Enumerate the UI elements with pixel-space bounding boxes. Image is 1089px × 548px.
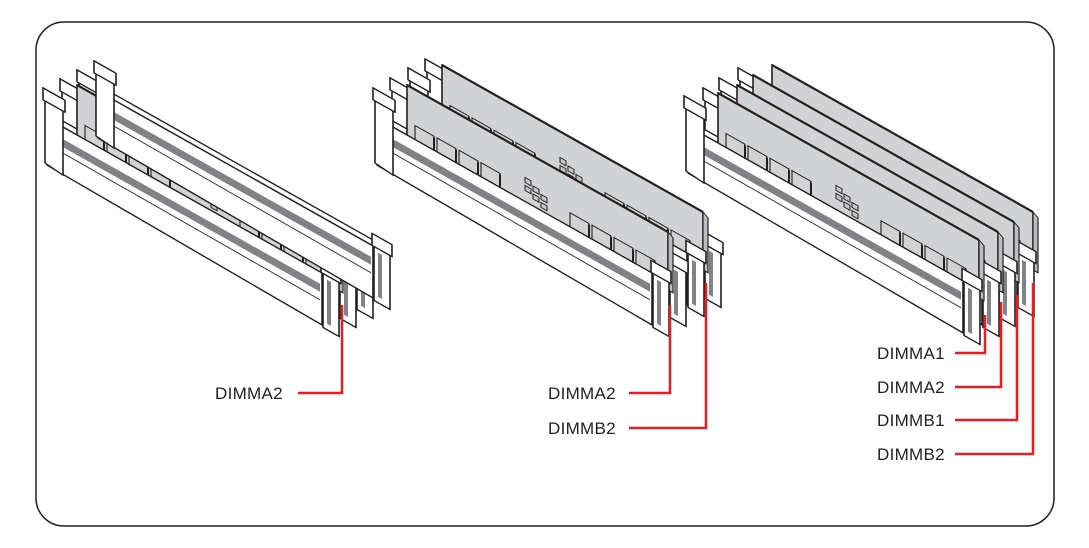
leader-line <box>629 283 708 430</box>
smd-component <box>851 209 859 220</box>
leader-line <box>955 315 987 355</box>
dimm-slot <box>372 83 674 338</box>
dimm-slot <box>93 59 393 311</box>
smd-component <box>524 184 532 195</box>
smd-component <box>567 165 575 176</box>
slot-label-dimmb1: DIMMB1 <box>877 411 945 430</box>
leader-line <box>955 295 1019 422</box>
smd-component <box>559 156 567 167</box>
dimm-slot <box>683 91 985 346</box>
smd-component <box>532 193 540 204</box>
leader-line <box>629 305 672 395</box>
leader-line <box>298 305 344 395</box>
slot-label-dimmb2: DIMMB2 <box>877 445 945 464</box>
smd-component <box>532 185 540 196</box>
smd-component <box>524 176 532 187</box>
smd-component <box>835 192 843 203</box>
slot-label-dimma2: DIMMA2 <box>877 378 945 397</box>
leader-line <box>955 283 1035 456</box>
slot-label-dimmb2: DIMMB2 <box>548 419 616 438</box>
smd-component <box>843 193 851 204</box>
config-one-module: DIMMA2 <box>215 305 344 403</box>
smd-component <box>843 201 851 212</box>
smd-component <box>835 184 843 195</box>
smd-component <box>540 201 548 212</box>
config-four-modules: DIMMA1 DIMMA2 DIMMB1 DIMMB2 <box>877 283 1035 464</box>
memory-modules <box>42 57 1039 346</box>
slot-label-dimma2: DIMMA2 <box>548 384 616 403</box>
leader-line <box>955 302 1003 389</box>
config-two-modules: DIMMA2 DIMMB2 <box>548 283 708 438</box>
smd-component <box>540 193 548 204</box>
slot-label-dimma2: DIMMA2 <box>215 384 283 403</box>
slot-label-dimma1: DIMMA1 <box>877 344 945 363</box>
smd-component <box>851 201 859 212</box>
